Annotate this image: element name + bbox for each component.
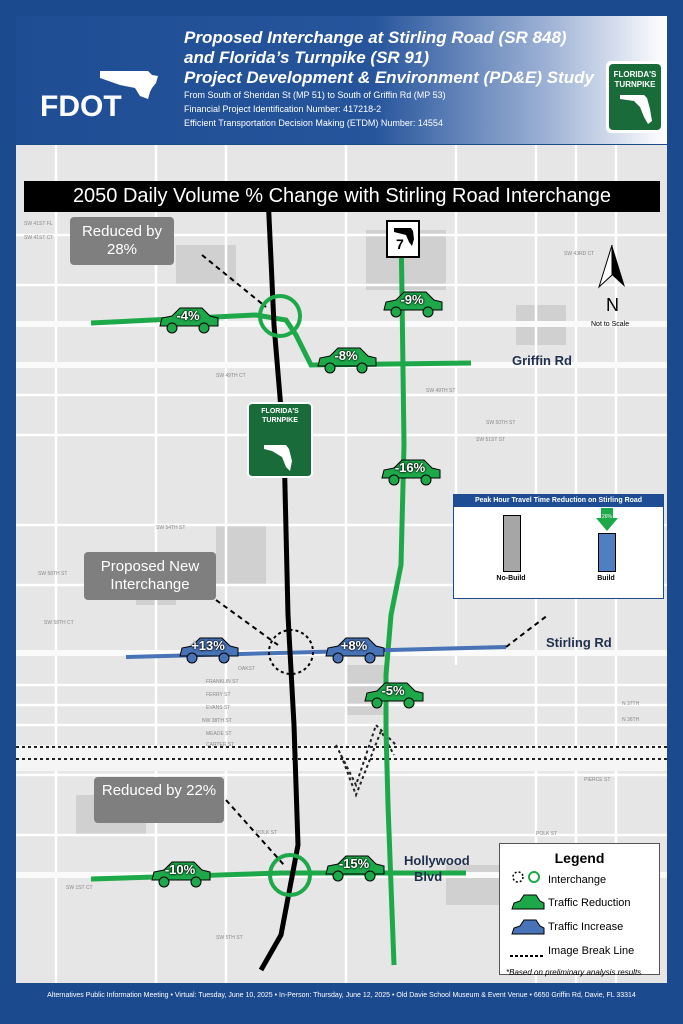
street-label: FERRY ST [206,692,231,698]
legend-traffic-increase: Traffic Increase [548,921,624,933]
svg-text:FDOT: FDOT [40,90,122,123]
reduction-percent: 26% [601,514,612,520]
street-label: SW 50TH ST [486,420,516,426]
traffic-reduction-car-icon: -10% [148,859,212,889]
etdm-number: Efficient Transportation Decision Making… [184,118,443,128]
street-label: N 37TH [622,701,640,707]
turnpike-shield-text: FLORIDA'S TURNPIKE [261,408,299,424]
street-label: SW 49TH ST [426,388,456,394]
sr7-number: 7 [396,236,404,252]
traffic-reduction-car-icon: -16% [378,457,442,487]
street-label: FRANKLIN ST [206,679,239,685]
street-label: N 36TH [622,717,640,723]
street-label: SW 5TH ST [216,935,243,941]
proposed-interchange-icon [268,629,314,675]
traffic-increase-car-icon: +13% [176,635,240,665]
project-limits: From South of Sheridan St (MP 51) to Sou… [184,90,446,100]
street-label: SW 43RD CT [564,251,595,257]
traffic-reduction-car-icon: -4% [156,305,220,335]
traffic-increase-car-icon: +8% [322,635,386,665]
turnpike-line [258,194,301,972]
build-bar [598,533,616,572]
scale-note: Not to Scale [591,321,630,328]
no-build-label: No-Build [496,575,526,582]
chart-title: Peak Hour Travel Time Reduction on Stirl… [454,495,663,507]
north-arrow-icon [597,244,625,289]
header: FDOT Proposed Interchange at Stirling Ro… [16,16,667,144]
street-label: CARTER ST [206,742,235,748]
callout-reduced-22: Reduced by 22% [94,777,224,823]
title-line-3: Project Development & Environment (PD&E)… [184,68,594,87]
hollywood-blvd-label: Hollywood Blvd [404,853,470,885]
street-label: SW 41ST CT [24,235,54,241]
callout-reduced-28: Reduced by 28% [70,217,174,265]
meeting-footer: Alternatives Public Information Meeting … [47,992,636,999]
north-label: N [606,295,619,315]
griffin-rd-label: Griffin Rd [512,353,572,368]
legend-interchange: Interchange [548,874,607,886]
legend-traffic-reduction: Traffic Reduction [548,897,631,909]
traffic-reduction-car-icon: -9% [380,289,444,319]
street-label: POLK ST [536,831,558,837]
street-label: OAKST [238,666,255,672]
griffin-interchange-icon [258,294,302,338]
street-label: SW 41ST FL [24,221,53,227]
sr7-shield [386,220,420,258]
map-panel: 2050 Daily Volume % Change with Stirling… [16,145,667,983]
title-line-2: and Florida’s Turnpike (SR 91) [184,48,429,67]
build-label: Build [597,575,615,582]
legend-symbols [510,871,545,957]
map-title-banner: 2050 Daily Volume % Change with Stirling… [24,181,660,212]
no-build-bar [503,515,521,572]
street-label: EVANS ST [206,705,231,711]
hollywood-line-1: Hollywood [404,853,470,868]
traffic-reduction-car-icon: -8% [314,345,378,375]
traffic-reduction-car-icon: -5% [361,680,425,710]
street-label: SW 1ST CT [66,885,93,891]
fdot-logo: FDOT [40,71,158,123]
street-label: PIERCE ST [584,777,611,783]
hollywood-interchange-icon [268,853,312,897]
sr7-link [383,224,407,966]
analysis-note: *Based on preliminary analysis results [506,968,642,977]
hollywood-line-2: Blvd [414,869,443,884]
street-label: SW 58TH CT [44,620,74,626]
street-label: POLK ST [256,830,278,836]
travel-time-chart: Peak Hour Travel Time Reduction on Stirl… [453,494,664,599]
turnpike-logo: FLORIDA'S TURNPIKE [606,61,664,133]
fpid-number: Financial Project Identification Number:… [184,104,382,114]
project-title: Proposed Interchange at Stirling Road (S… [184,28,594,88]
legend-title: Legend [554,850,605,866]
title-line-1: Proposed Interchange at Stirling Road (S… [184,28,567,47]
reduction-arrow-icon [596,508,618,531]
street-label: SW 51ST ST [476,437,506,443]
legend: Legend Interchange Traffic Reduction Tra… [499,843,660,975]
svg-text:FLORIDA'S: FLORIDA'S [614,70,657,79]
street-label: SW 58TH ST [38,571,68,577]
street-label: NW 38TH ST [202,718,232,724]
street-label: SW 49TH CT [216,373,246,379]
svg-text:TURNPIKE: TURNPIKE [615,80,657,89]
turnpike-shield-map [247,402,313,478]
street-label: MEADE ST [206,731,232,737]
traffic-reduction-car-icon: -15% [322,853,386,883]
callout-proposed-interchange: Proposed New Interchange [84,552,216,600]
street-label: SW 54TH ST [156,525,186,531]
legend-image-break: Image Break Line [548,945,635,957]
stirling-rd-label: Stirling Rd [546,635,612,650]
